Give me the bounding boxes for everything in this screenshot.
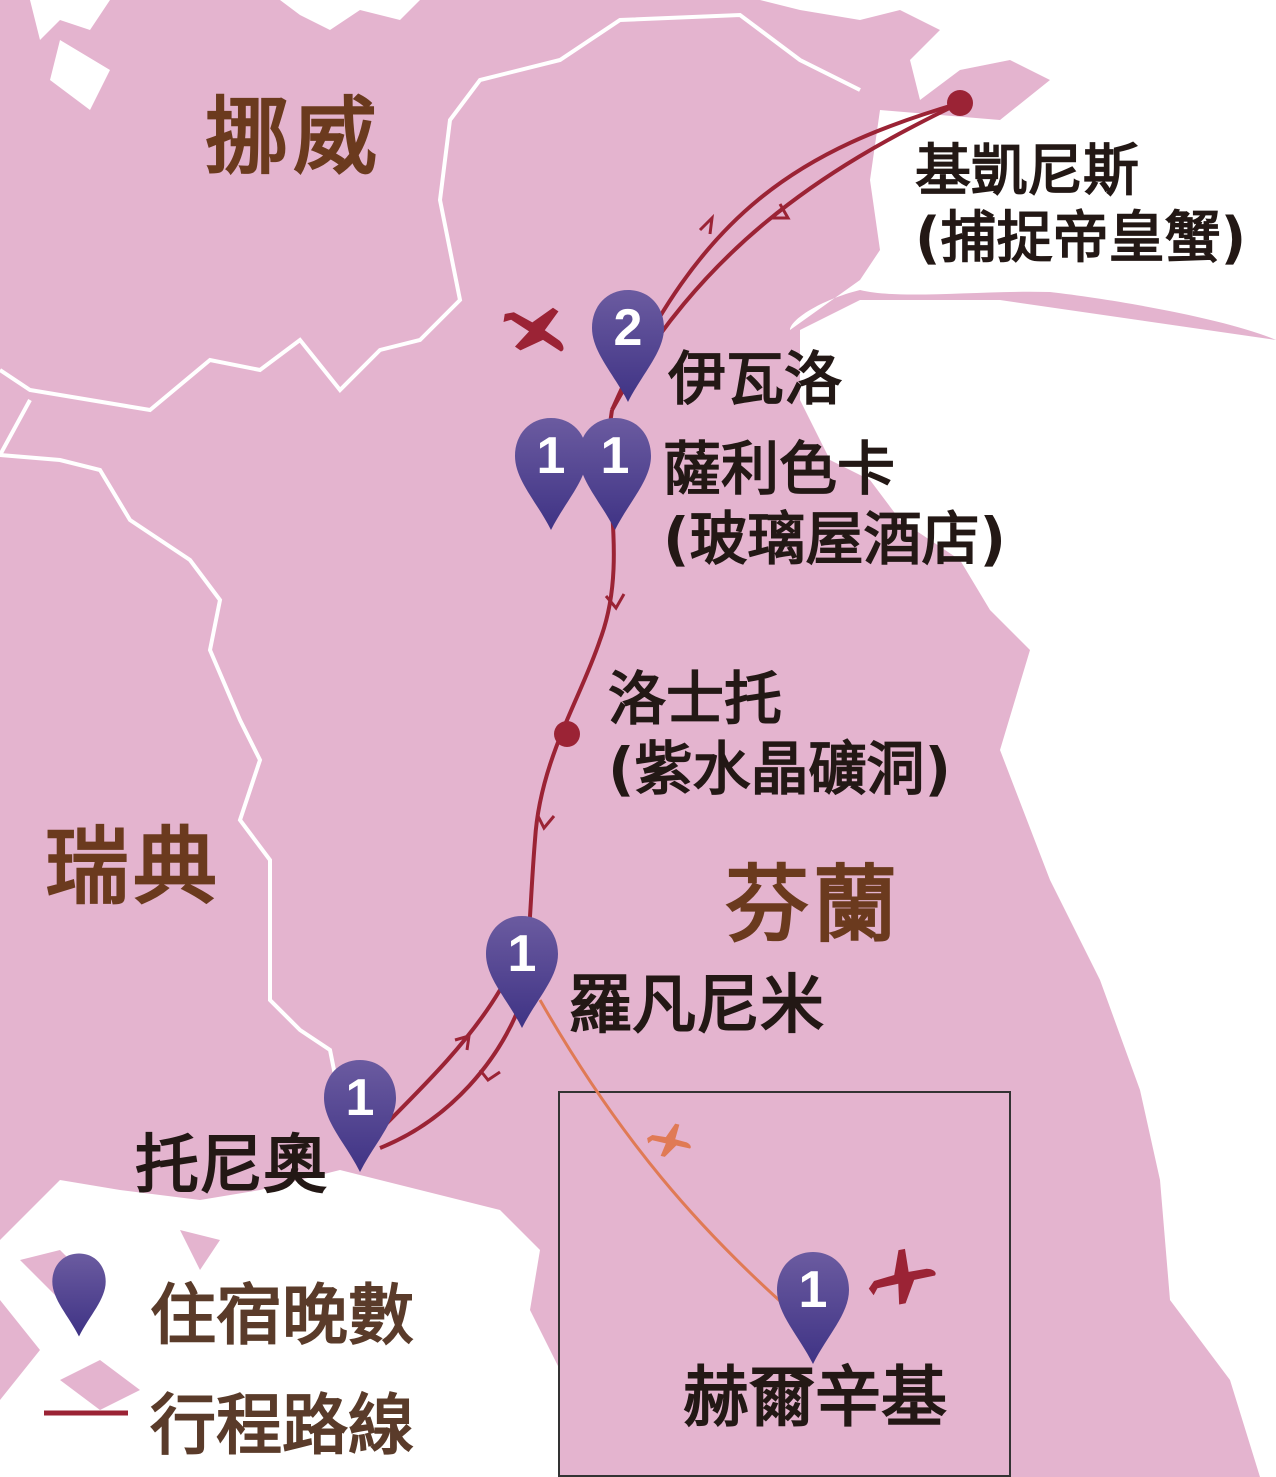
legend-nights-label: 住宿晚數 bbox=[150, 1277, 414, 1354]
place-ivalo[interactable]: 伊瓦洛 bbox=[668, 345, 843, 413]
place-saariselka[interactable]: 薩利色卡(玻璃屋酒店) bbox=[663, 435, 1006, 574]
sea-north bbox=[760, 0, 1276, 340]
route-tornio-back bbox=[379, 999, 524, 1150]
stop-luosto bbox=[554, 721, 580, 747]
pin-count: 1 bbox=[536, 427, 566, 485]
pin-ivalo[interactable]: 2 bbox=[590, 288, 666, 404]
border-sweden-norway bbox=[0, 399, 32, 456]
place-note: (玻璃屋酒店) bbox=[663, 504, 1007, 573]
sea-east bbox=[800, 300, 1276, 1477]
route-flight-helsinki bbox=[538, 999, 791, 1312]
border-norway-finland bbox=[0, 12, 861, 413]
pin-count: 1 bbox=[507, 925, 537, 983]
sea-gulf bbox=[0, 1170, 560, 1477]
place-helsinki[interactable]: 赫爾辛基 bbox=[683, 1359, 947, 1436]
pin-count: 2 bbox=[613, 299, 643, 357]
pin-helsinki[interactable]: 1 bbox=[775, 1250, 851, 1366]
place-note: (捕捉帝皇蟹) bbox=[915, 206, 1247, 272]
place-kirkenes[interactable]: 基凱尼斯(捕捉帝皇蟹) bbox=[915, 138, 1246, 272]
place-tornio[interactable]: 托尼奧 bbox=[135, 1129, 327, 1203]
place-note: (紫水晶礦洞) bbox=[608, 734, 952, 803]
country-norway: 挪威 bbox=[205, 88, 382, 186]
pin-rovaniemi[interactable]: 1 bbox=[484, 914, 560, 1030]
country-finland: 芬蘭 bbox=[725, 856, 902, 954]
place-name: 基凱尼斯 bbox=[915, 139, 1139, 204]
legend-route-label: 行程路線 bbox=[150, 1387, 414, 1464]
place-rovaniemi[interactable]: 羅凡尼米 bbox=[568, 969, 824, 1043]
place-name: 洛士托 bbox=[608, 665, 783, 733]
country-sweden: 瑞典 bbox=[45, 818, 222, 916]
pin-saariselka-1[interactable]: 1 bbox=[513, 416, 589, 532]
airplane-icon bbox=[859, 1239, 942, 1315]
route-arrows bbox=[454, 203, 791, 1083]
pin-tornio[interactable]: 1 bbox=[322, 1058, 398, 1174]
pin-count: 1 bbox=[345, 1069, 375, 1127]
pin-saariselka-2[interactable]: 1 bbox=[577, 416, 653, 532]
sea-nw bbox=[30, 0, 420, 110]
border-sweden-finland bbox=[0, 453, 342, 1101]
route-tornio-out bbox=[378, 988, 502, 1132]
pin-count: 1 bbox=[600, 427, 630, 485]
airplane-icon bbox=[647, 1123, 691, 1157]
airplane-icon bbox=[494, 292, 576, 365]
stop-kirkenes bbox=[947, 90, 973, 116]
helsinki-inset-frame bbox=[558, 1091, 1011, 1477]
place-luosto[interactable]: 洛士托(紫水晶礦洞) bbox=[608, 665, 951, 804]
place-name: 薩利色卡 bbox=[663, 435, 896, 503]
pin-count: 1 bbox=[798, 1261, 828, 1319]
